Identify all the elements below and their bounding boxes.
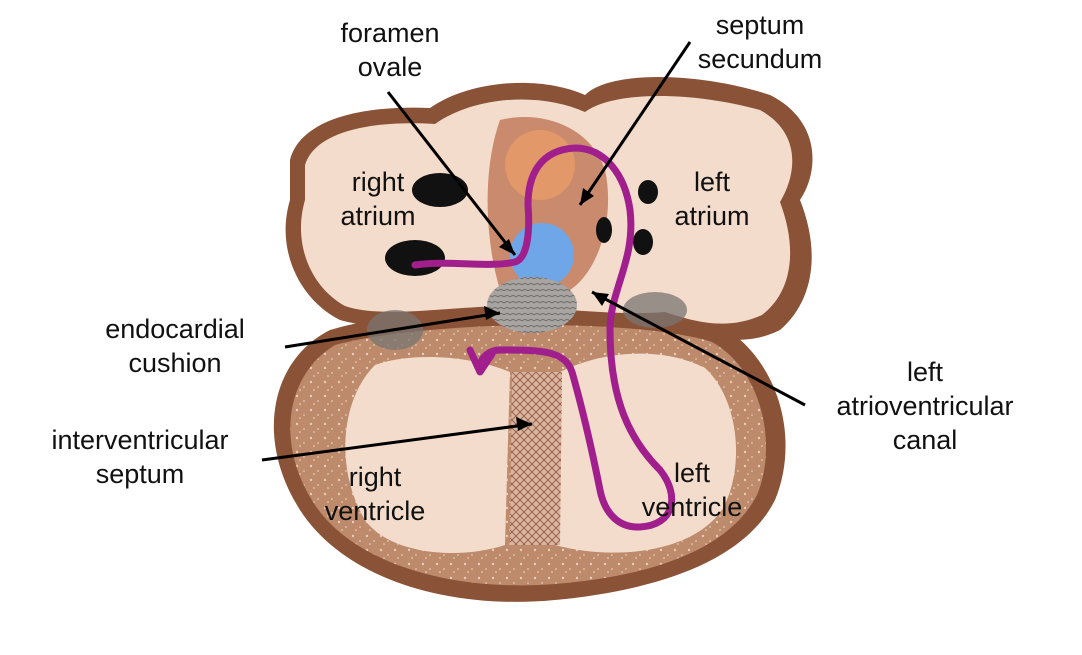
leader-arrows [261, 41, 806, 462]
label-foramen-ovale-line2: ovale [357, 52, 423, 82]
vessel-opening-ra-lower [385, 240, 445, 276]
label-interventricular-septum-line1: interventricular [51, 425, 229, 455]
arrowhead-left-av-canal [592, 292, 609, 306]
blood-path-arrowhead [466, 346, 496, 376]
label-left-ventricle-line2: ventricle [641, 492, 743, 522]
arrowhead-endocardial-cushion [484, 306, 500, 320]
label-septum-secundum-line2: secundum [697, 44, 823, 74]
label-left-av-canal-line1: left [906, 357, 944, 387]
arrow-left-av-canal [591, 290, 806, 407]
label-right-ventricle-line1: right [348, 462, 402, 492]
label-septum-secundum: septum secundum [680, 8, 840, 76]
label-endocardial-cushion: endocardial cushion [95, 312, 255, 380]
vessel-opening-la-3 [633, 229, 653, 255]
label-left-ventricle-line1: left [673, 458, 711, 488]
interventricular-septum-shape [510, 372, 562, 545]
vessel-opening-la-2 [596, 217, 612, 243]
label-interventricular-septum-line2: septum [95, 459, 185, 489]
label-septum-secundum-line1: septum [715, 10, 805, 40]
label-interventricular-septum: interventricular septum [20, 423, 260, 491]
label-right-ventricle-line2: ventricle [324, 496, 426, 526]
label-right-atrium-line2: atrium [340, 201, 416, 231]
arrow-interventricular-septum [261, 422, 533, 462]
label-right-atrium: right atrium [328, 165, 428, 233]
arrowhead-foramen-ovale [499, 239, 515, 255]
vessel-opening-la-1 [638, 180, 658, 204]
vessel-opening-ra-upper [412, 173, 468, 207]
label-left-av-canal-line3: canal [892, 425, 958, 455]
label-left-ventricle: left ventricle [627, 456, 757, 524]
blood-path-atrial [411, 144, 676, 531]
endocardial-cushion-shape [487, 277, 577, 333]
label-endocardial-cushion-line2: cushion [128, 348, 222, 378]
label-left-atrium-line1: left [693, 167, 731, 197]
arrowhead-interventricular-septum [516, 417, 532, 431]
arrow-foramen-ovale [386, 91, 517, 256]
junction-shadow-right [623, 292, 687, 328]
arrow-endocardial-cushion [284, 311, 501, 349]
arrow-septum-secundum [578, 41, 692, 206]
label-endocardial-cushion-line1: endocardial [105, 314, 245, 344]
label-left-av-canal: left atrioventricular canal [810, 355, 1040, 457]
label-right-atrium-line1: right [351, 167, 405, 197]
arrowhead-septum-secundum [580, 188, 594, 205]
label-foramen-ovale: foramen ovale [330, 16, 450, 84]
label-left-atrium-line2: atrium [674, 201, 750, 231]
right-ventricle-cavity [345, 356, 510, 553]
label-foramen-ovale-line1: foramen [340, 18, 440, 48]
label-left-av-canal-line2: atrioventricular [836, 391, 1014, 421]
label-right-ventricle: right ventricle [310, 460, 440, 528]
label-left-atrium: left atrium [662, 165, 762, 233]
